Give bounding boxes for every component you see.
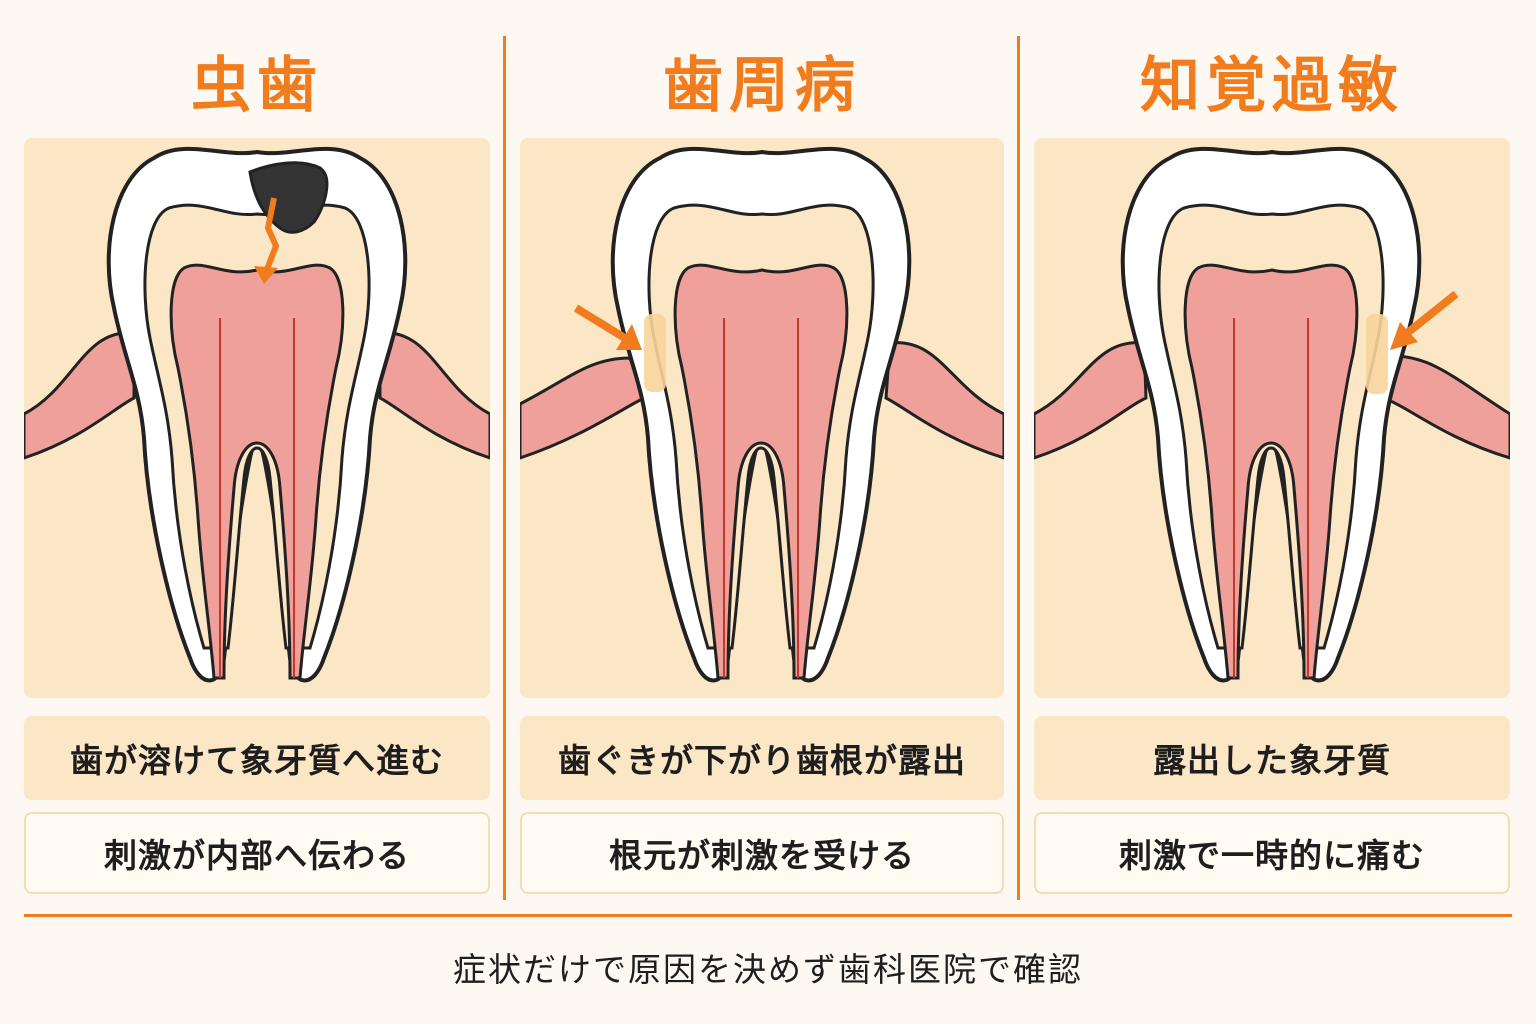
sensitivity-description-1: 露出した象牙質 [1034,716,1510,800]
tooth-cross-section-icon [1034,138,1510,698]
periodontal-description-1: 歯ぐきが下がり歯根が露出 [520,716,1004,800]
tooth-cross-section-icon [24,138,490,698]
caries-description-1: 歯が溶けて象牙質へ進む [24,716,490,800]
tooth-illustration-sensitivity [1034,138,1510,698]
arrow-icon [1390,322,1418,350]
column-title-periodontal: 歯周病 [663,51,861,121]
tooth-illustration-periodontal [520,138,1004,698]
column-divider [503,36,506,900]
footer-divider [24,914,1512,917]
tooth-illustration-caries [24,138,490,698]
caries-description-2: 刺激が内部へ伝わる [24,812,490,894]
column-title-sensitivity: 知覚過敏 [1140,51,1404,121]
footer-note: 症状だけで原因を決めず歯科医院で確認 [453,950,1083,989]
column-title-caries: 虫歯 [191,51,323,121]
arrow-icon [616,324,642,350]
tooth-cross-section-icon [520,138,1004,698]
sensitivity-description-2: 刺激で一時的に痛む [1034,812,1510,894]
periodontal-description-2: 根元が刺激を受ける [520,812,1004,894]
column-divider [1017,36,1020,900]
